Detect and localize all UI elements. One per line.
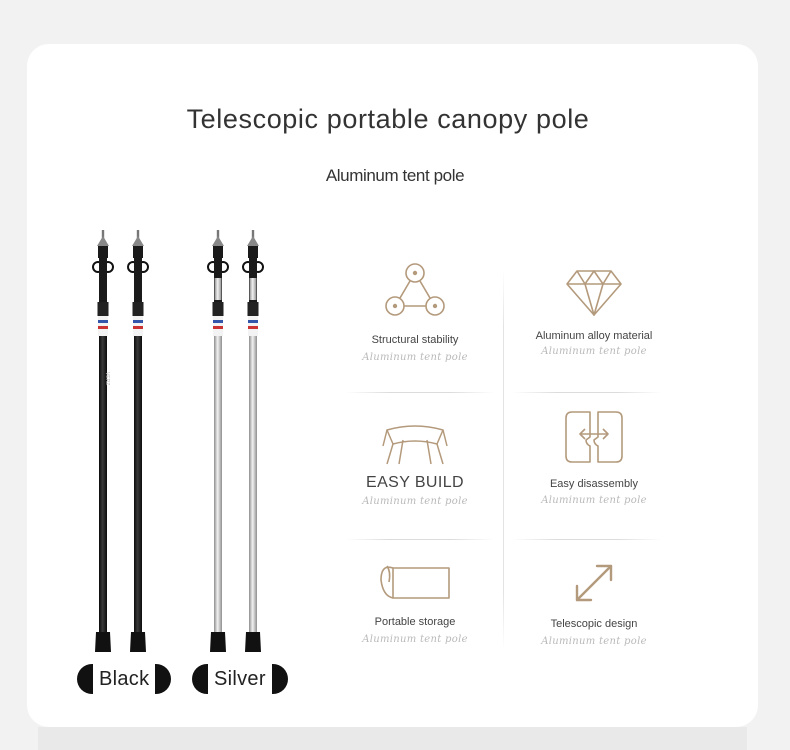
pill-cap-right bbox=[155, 664, 172, 694]
feature-divider bbox=[512, 539, 662, 540]
split-arrows-icon bbox=[565, 411, 623, 463]
poles-illustration: VERZ bbox=[92, 229, 264, 653]
variant-black-label: Black bbox=[77, 664, 172, 694]
feature-easy-disassembly: Easy disassembly Aluminum tent pole bbox=[519, 410, 669, 506]
expand-arrows-icon bbox=[575, 564, 613, 602]
black-pole-2 bbox=[127, 229, 149, 653]
feature-structural-stability: Structural stability Aluminum tent pole bbox=[340, 262, 490, 363]
tarp-icon bbox=[382, 425, 448, 465]
feature-grid-vertical-divider bbox=[503, 270, 504, 650]
triangle-nodes-icon bbox=[385, 263, 445, 316]
variant-silver-label: Silver bbox=[192, 664, 288, 694]
black-pole-1 bbox=[92, 229, 114, 653]
page-subtitle: Aluminum tent pole bbox=[325, 166, 465, 185]
silver-pole-2 bbox=[242, 229, 264, 653]
feature-divider bbox=[345, 392, 495, 393]
pill-cap-right bbox=[271, 664, 288, 694]
next-card-edge bbox=[38, 727, 747, 750]
feature-aluminum-alloy: Aluminum alloy material Aluminum tent po… bbox=[519, 268, 669, 357]
page-title: Telescopic portable canopy pole bbox=[186, 104, 590, 134]
feature-easy-build: EASY BUILD Aluminum tent pole bbox=[340, 420, 490, 507]
rolled-bag-icon bbox=[380, 565, 450, 599]
product-card bbox=[27, 44, 758, 727]
pill-cap-left bbox=[77, 664, 93, 694]
feature-telescopic-design: Telescopic design Aluminum tent pole bbox=[519, 560, 669, 647]
silver-pole-1 bbox=[207, 229, 229, 653]
pole-brand-text: VERZ bbox=[104, 372, 110, 385]
feature-divider bbox=[512, 392, 662, 393]
diamond-icon bbox=[566, 270, 622, 316]
pill-cap-left bbox=[192, 664, 208, 694]
feature-portable-storage: Portable storage Aluminum tent pole bbox=[340, 562, 490, 645]
feature-divider bbox=[345, 539, 495, 540]
